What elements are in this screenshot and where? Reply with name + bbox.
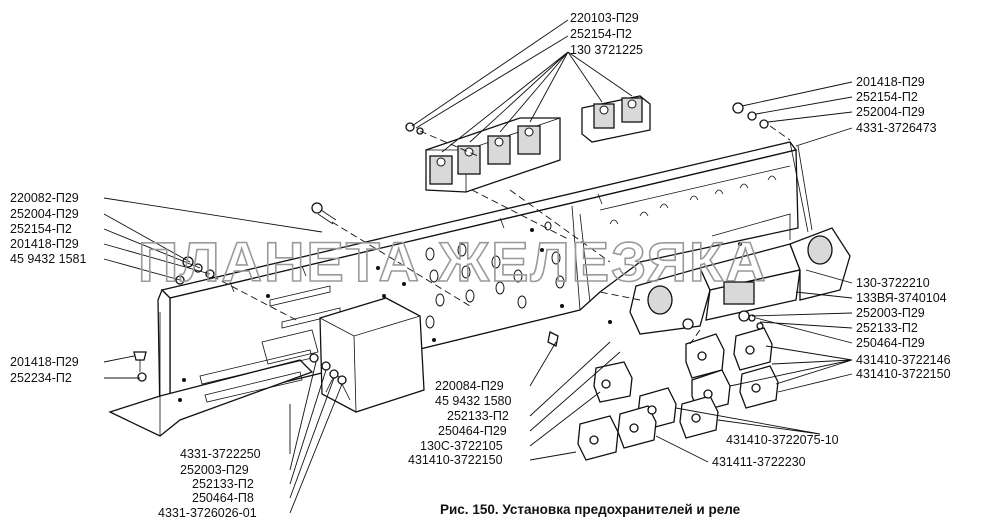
label-mid-f: 431410-3722150 (408, 453, 503, 467)
label-bot-b: 252003-П29 (180, 463, 249, 477)
label-bot-a: 4331-3722250 (180, 447, 261, 461)
label-left-d: 201418-П29 (10, 237, 79, 251)
leader-lines (103, 19, 853, 514)
label-r2-g: 431410-3722150 (856, 367, 951, 381)
label-r2-a: 130-3722210 (856, 276, 930, 290)
label-left-e: 45 9432 1581 (10, 252, 87, 266)
label-r2-i: 431411-3722230 (712, 455, 806, 469)
fuse-cover (319, 297, 425, 413)
label-r2-e: 250464-П29 (856, 336, 925, 350)
right-fuse-blocks (629, 213, 851, 335)
label-mid-a: 220084-П29 (435, 379, 504, 393)
label-right-c: 252004-П29 (856, 105, 925, 119)
top-relays (405, 95, 651, 193)
part-labels: 220103-П29 252154-П2 130 3721225 201418-… (10, 11, 951, 520)
label-mid-e: 130С-3722105 (420, 439, 503, 453)
small-relays (577, 314, 779, 461)
panel-holes (178, 221, 612, 402)
label-r2-f: 431410-3722146 (856, 353, 951, 367)
assembly-lines (211, 125, 791, 345)
label-r2-c: 252003-П29 (856, 306, 925, 320)
label-bot-e: 4331-3726026-01 (158, 506, 257, 520)
label-top-b: 252154-П2 (570, 27, 632, 41)
label-right-b: 252154-П2 (856, 90, 918, 104)
label-mid-c: 252133-П2 (447, 409, 509, 423)
rail-clips (599, 165, 791, 225)
label-left-g: 252234-П2 (10, 371, 72, 385)
label-right-a: 201418-П29 (856, 75, 925, 89)
label-r2-d: 252133-П2 (856, 321, 918, 335)
label-left-f: 201418-П29 (10, 355, 79, 369)
label-mid-d: 250464-П29 (438, 424, 507, 438)
watermark: ПЛАНЕТА ЖЕЛЕЗЯКА (138, 230, 768, 293)
label-left-a: 220082-П29 (10, 191, 79, 205)
label-bot-c: 252133-П2 (192, 477, 254, 491)
label-bot-d: 250464-П8 (192, 491, 254, 505)
label-r2-h: 431410-3722075-10 (726, 433, 839, 447)
label-right-d: 4331-3726473 (856, 121, 937, 135)
figure-caption: Рис. 150. Установка предохранителей и ре… (440, 502, 741, 517)
label-left-c: 252154-П2 (10, 222, 72, 236)
label-mid-b: 45 9432 1580 (435, 394, 512, 408)
label-top-c: 130 3721225 (570, 43, 643, 57)
label-top-a: 220103-П29 (570, 11, 639, 25)
label-r2-b: 133ВЯ-3740104 (856, 291, 947, 305)
label-left-b: 252004-П29 (10, 207, 79, 221)
